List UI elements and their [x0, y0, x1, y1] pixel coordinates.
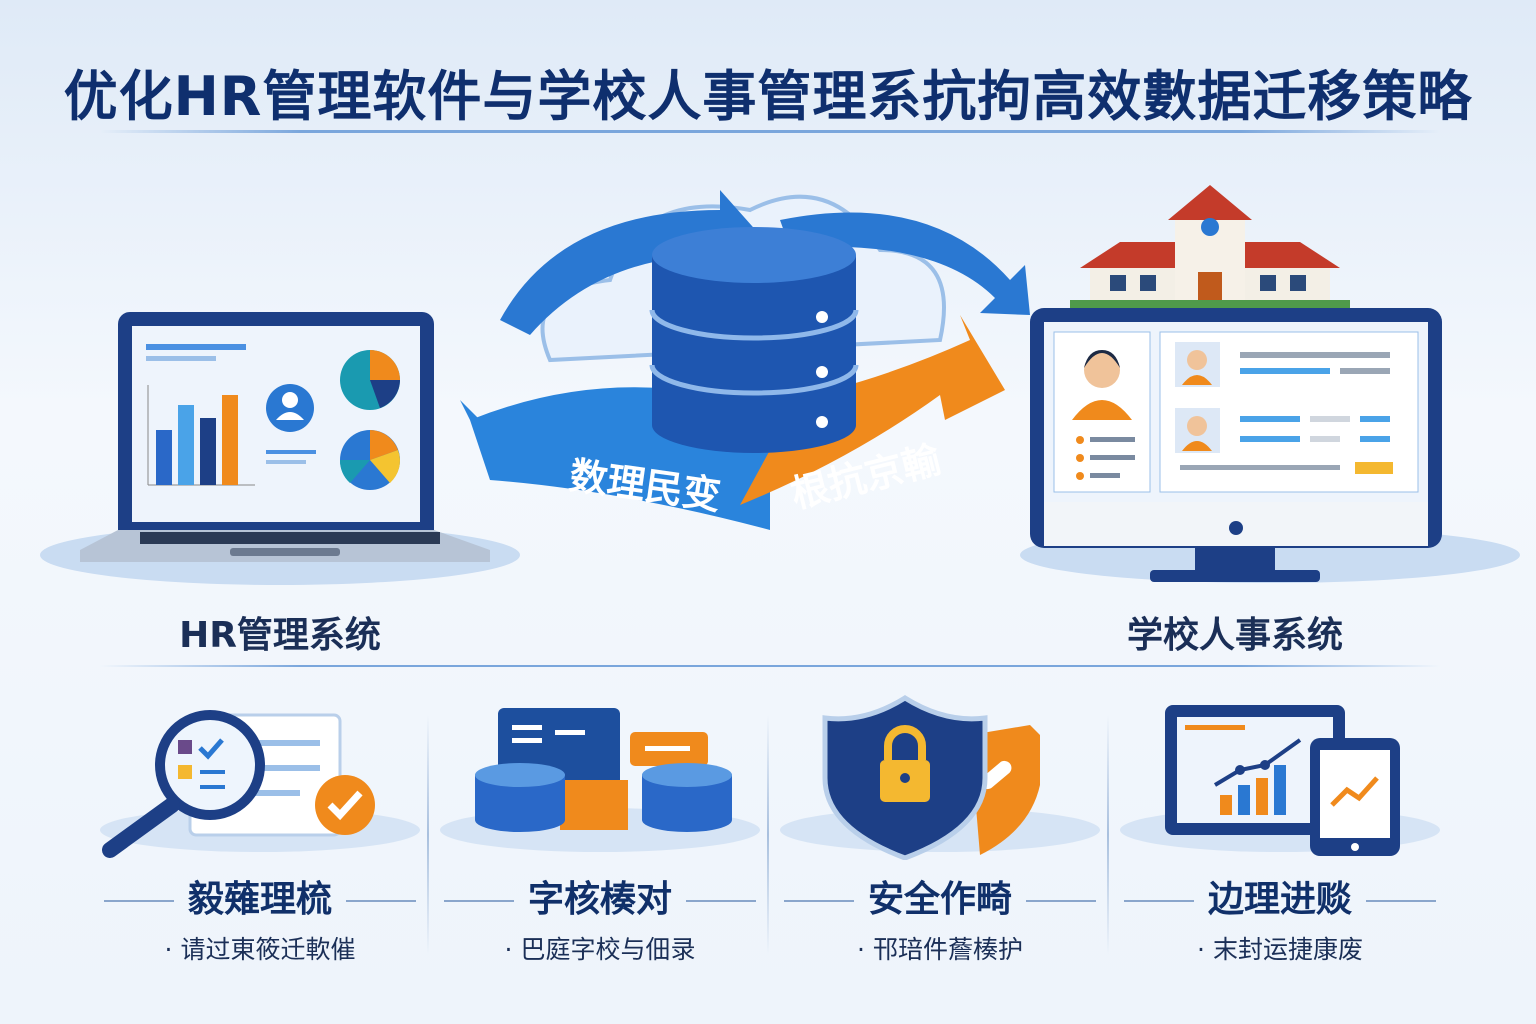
- feature-subtitle: · 末封运捷康废: [1197, 935, 1363, 964]
- migration-illustration: 数理民变 根抗京輸: [460, 190, 1030, 530]
- feature-field-mapping: 字核楱对 · 巴庭字校与佃录: [430, 690, 770, 990]
- school-monitor-illustration: [1020, 185, 1520, 583]
- hr-system-label: HR管理系统: [179, 615, 381, 656]
- feature-data-review: 毅薙理梳 · 请过東筱迁軟催: [90, 690, 430, 990]
- feature-security: 安全作畸 · 邗琣件薝楱护: [770, 690, 1110, 990]
- feature-subtitle: · 邗琣件薝楱护: [857, 935, 1023, 964]
- section-divider: [100, 665, 1440, 667]
- laptop-illustration: [40, 312, 520, 585]
- feature-separator: [767, 715, 769, 955]
- arrow-right-top: [780, 212, 1030, 315]
- feature-separator: [427, 715, 429, 955]
- analytics-tablet-icon: [1120, 705, 1440, 856]
- database-icon: [649, 227, 859, 453]
- feature-title: 安全作畸: [868, 879, 1013, 920]
- database-sync-icon: [440, 708, 760, 852]
- shield-lock-icon: [780, 695, 1100, 860]
- feature-title: 字核楱对: [528, 879, 673, 920]
- magnifier-checklist-icon: [100, 710, 420, 858]
- feature-subtitle: · 请过東筱迁軟催: [164, 935, 356, 964]
- school-building-icon: [1070, 185, 1350, 310]
- page-title: 优化HR管理软件与学校人事管理系抗拘高效數据迁移策略: [63, 65, 1473, 128]
- feature-title: 边理进赕: [1208, 879, 1353, 920]
- feature-monitoring: 边理进赕 · 末封运捷康废: [1110, 690, 1450, 990]
- feature-subtitle: · 巴庭字校与佃录: [504, 935, 696, 964]
- arrow-left-top: [500, 190, 760, 335]
- feature-title: 毅薙理梳: [188, 879, 333, 920]
- school-system-label: 学校人事系统: [1126, 615, 1343, 656]
- feature-separator: [1107, 715, 1109, 955]
- title-divider: [100, 130, 1440, 133]
